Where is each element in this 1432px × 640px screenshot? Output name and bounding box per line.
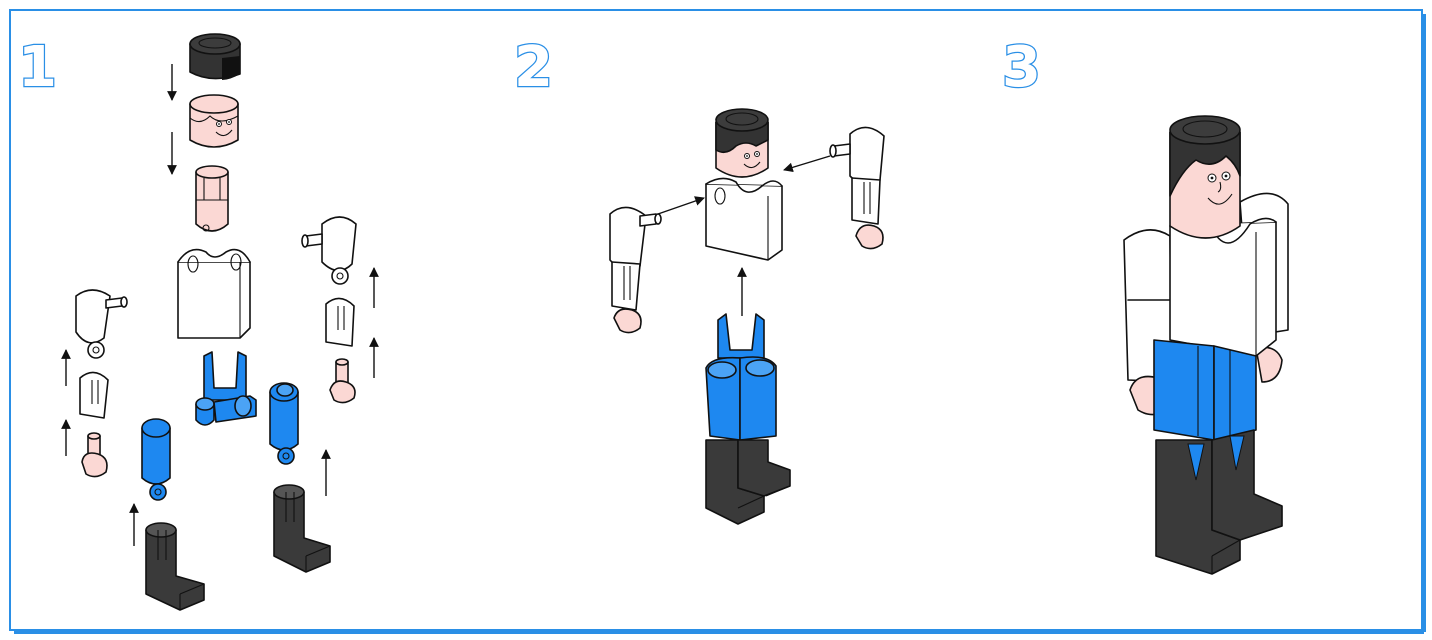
right-arm-forearm: [326, 298, 354, 346]
neck-piece: [196, 166, 228, 231]
left-leg-blue: [142, 419, 170, 500]
step-number-3: 3: [1002, 35, 1041, 100]
left-arm-shoulder: [76, 290, 127, 358]
right-hand: [330, 359, 355, 403]
head-piece: [190, 95, 238, 147]
right-arm-shoulder: [302, 217, 356, 284]
left-boot: [146, 523, 204, 610]
left-arm-assembled: [610, 207, 661, 332]
hip-piece: [196, 352, 256, 425]
hair-piece: [190, 34, 240, 80]
panel-1-exploded-parts: [66, 34, 374, 610]
finished-torso: [1170, 218, 1276, 356]
instruction-frame: 1 2 3: [6, 6, 1426, 634]
right-boot: [274, 485, 330, 572]
step-number-1: 1: [18, 35, 57, 100]
head-with-hair: [716, 109, 768, 177]
finished-head: [1170, 116, 1240, 238]
arrow-right-arm-attach: [784, 156, 830, 170]
panel-2-partial-assembly: [610, 109, 884, 524]
finished-pants: [1154, 340, 1256, 440]
step-number-2: 2: [514, 35, 553, 100]
arrow-left-arm-attach: [658, 198, 704, 214]
left-hand: [82, 433, 107, 477]
torso-assembled: [706, 178, 782, 260]
left-arm-forearm: [80, 372, 108, 418]
right-leg-blue: [270, 383, 298, 464]
torso-piece: [178, 250, 250, 338]
panel-3-finished-figure: [1124, 116, 1288, 574]
assembly-diagram: 1 2 3: [6, 6, 1426, 634]
right-arm-assembled: [830, 127, 884, 248]
legs-assembled: [706, 314, 790, 524]
finished-boots: [1156, 430, 1282, 574]
